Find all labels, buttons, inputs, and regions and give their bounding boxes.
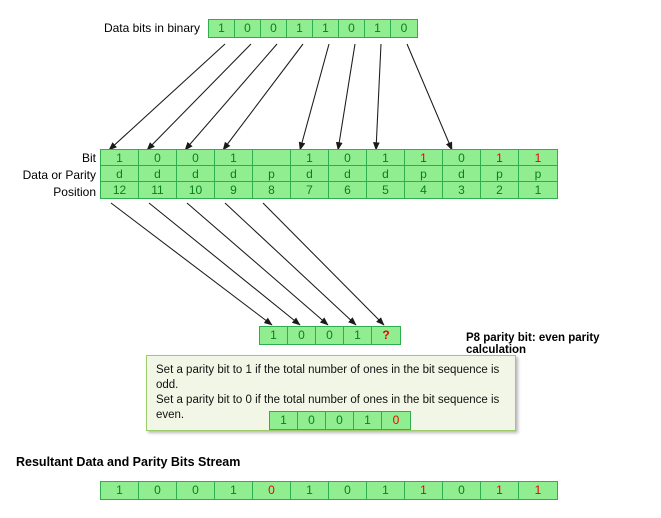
- position-cell-1: 1: [519, 182, 557, 198]
- type-cell-3: d: [443, 166, 481, 182]
- p8-caption: P8 parity bit: even parity calculation: [466, 332, 600, 356]
- bit-cell-6: 0: [329, 150, 367, 166]
- data-bits-label: Data bits in binary: [103, 21, 200, 35]
- position-cell-2: 2: [481, 182, 519, 198]
- parity-rule-line-1: Set a parity bit to 1 if the total numbe…: [156, 364, 500, 391]
- p8-result-cell-3: 1: [354, 412, 382, 429]
- type-cell-5: d: [367, 166, 405, 182]
- position-cell-10: 10: [177, 182, 215, 198]
- bit-cell-7: 1: [291, 150, 329, 166]
- result-stream-cell-10: 1: [481, 482, 519, 499]
- data-bit-cell-3: 1: [287, 20, 313, 37]
- bit-row-label: Bit: [81, 151, 96, 165]
- position-cell-11: 11: [139, 182, 177, 198]
- type-cell-4: p: [405, 166, 443, 182]
- data-bit-cell-6: 1: [365, 20, 391, 37]
- result-stream-cell-9: 0: [443, 482, 481, 499]
- type-cell-10: d: [177, 166, 215, 182]
- result-stream-cell-5: 1: [291, 482, 329, 499]
- type-cell-6: d: [329, 166, 367, 182]
- p8-group-cell-0: 1: [260, 327, 288, 344]
- p8-group-cell-2: 0: [316, 327, 344, 344]
- p8-group-cell-1: 0: [288, 327, 316, 344]
- type-row-label: Data or Parity: [22, 168, 96, 182]
- p8-group-cell-4: ?: [372, 327, 400, 344]
- data-bit-cell-2: 0: [261, 20, 287, 37]
- position-cell-8: 8: [253, 182, 291, 198]
- bit-cell-8: [253, 150, 291, 166]
- data-bit-cell-7: 0: [391, 20, 417, 37]
- position-cell-6: 6: [329, 182, 367, 198]
- p8-group-cell-3: 1: [344, 327, 372, 344]
- type-cell-1: p: [519, 166, 557, 182]
- bit-cell-3: 0: [443, 150, 481, 166]
- data-bit-cell-5: 0: [339, 20, 365, 37]
- position-cell-3: 3: [443, 182, 481, 198]
- result-stream-cell-0: 1: [101, 482, 139, 499]
- p8-result-cell-1: 0: [298, 412, 326, 429]
- result-stream-title: Resultant Data and Parity Bits Stream: [16, 455, 241, 469]
- bit-cell-12: 1: [101, 150, 139, 166]
- bit-cell-2: 1: [481, 150, 519, 166]
- result-stream-cell-1: 0: [139, 482, 177, 499]
- result-stream-cell-3: 1: [215, 482, 253, 499]
- type-cell-9: d: [215, 166, 253, 182]
- type-cell-12: d: [101, 166, 139, 182]
- type-cell-11: d: [139, 166, 177, 182]
- data-bit-cell-1: 0: [235, 20, 261, 37]
- type-cell-8: p: [253, 166, 291, 182]
- p8-group-arrows: [110, 202, 385, 326]
- position-cell-4: 4: [405, 182, 443, 198]
- p8-result-cell-2: 0: [326, 412, 354, 429]
- bit-cell-10: 0: [177, 150, 215, 166]
- result-stream-cell-11: 1: [519, 482, 557, 499]
- type-cell-2: p: [481, 166, 519, 182]
- result-stream-cell-6: 0: [329, 482, 367, 499]
- result-stream-cell-4: 0: [253, 482, 291, 499]
- position-cell-9: 9: [215, 182, 253, 198]
- result-stream-cell-7: 1: [367, 482, 405, 499]
- bit-cell-9: 1: [215, 150, 253, 166]
- data-bit-cell-0: 1: [209, 20, 235, 37]
- type-cell-7: d: [291, 166, 329, 182]
- position-cell-5: 5: [367, 182, 405, 198]
- bit-cell-1: 1: [519, 150, 557, 166]
- result-stream-cell-8: 1: [405, 482, 443, 499]
- result-stream-cell-2: 0: [177, 482, 215, 499]
- bit-cell-5: 1: [367, 150, 405, 166]
- p8-result-cell-0: 1: [270, 412, 298, 429]
- position-cell-12: 12: [101, 182, 139, 198]
- data-bit-mapping-arrows: [108, 43, 453, 151]
- data-bit-cell-4: 1: [313, 20, 339, 37]
- bit-cell-11: 0: [139, 150, 177, 166]
- p8-result-cell-4: 0: [382, 412, 410, 429]
- position-row-label: Position: [53, 185, 96, 199]
- parity-rule-line-2: Set a parity bit to 0 if the total numbe…: [156, 394, 500, 421]
- bit-cell-4: 1: [405, 150, 443, 166]
- position-cell-7: 7: [291, 182, 329, 198]
